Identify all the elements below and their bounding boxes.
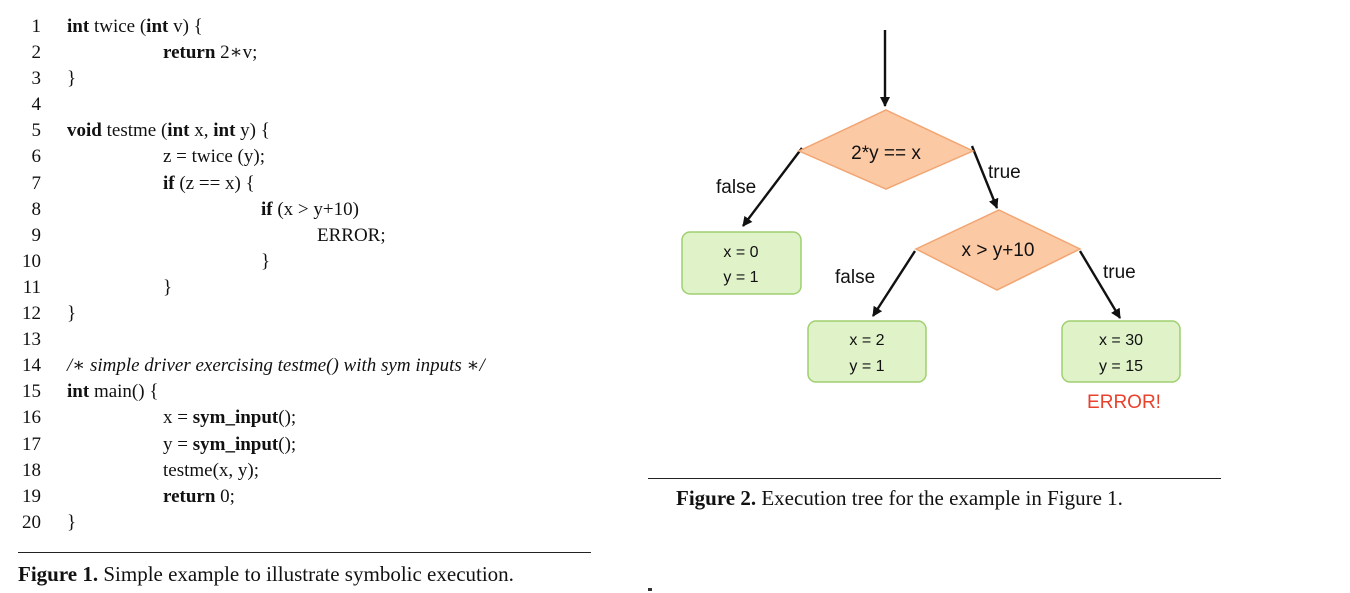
code-text: /∗ simple driver exercising testme() wit… [67, 355, 485, 377]
code-text: int main() { [67, 381, 159, 403]
code-line: 19 return 0; [0, 484, 640, 510]
error-label: ERROR! [1087, 392, 1161, 413]
decision-node-2 [914, 209, 1082, 291]
edge-label-d2-false: false [835, 267, 875, 288]
code-text: } [261, 250, 271, 272]
code-text: if (z == x) { [163, 172, 255, 194]
edge-d2-true [1078, 250, 1122, 319]
line-number: 8 [31, 198, 42, 220]
line-number: 1 [31, 16, 42, 37]
leaf-node-1-y: y = 1 [723, 269, 758, 286]
code-text: testme(x, y); [163, 459, 260, 481]
leaf-node-3 [1061, 320, 1181, 383]
edge-label-d2-true: true [1103, 262, 1136, 283]
code-line: 17 y = sym_input(); [0, 432, 640, 458]
figure2-caption-text: Execution tree for the example in Figure… [761, 486, 1123, 510]
code-line: 4 [0, 92, 640, 118]
code-line: 5 void testme (int x, int y) { [0, 118, 640, 144]
edge-label-d1-true: true [988, 162, 1021, 183]
code-line: 8 if (x > y+10) [0, 197, 640, 223]
line-number: 15 [22, 381, 41, 403]
edge-d2-false [871, 250, 917, 317]
code-text: void testme (int x, int y) { [67, 120, 270, 142]
decision-node-1-label: 2*y == x [851, 143, 921, 164]
decision-node-1 [797, 109, 975, 190]
code-text: int twice (int v) { [67, 16, 203, 37]
line-number: 20 [22, 511, 41, 533]
leaf-node-3-y: y = 15 [1099, 358, 1143, 375]
code-line: 15 int main() { [0, 379, 640, 405]
line-number: 3 [31, 68, 42, 90]
line-number: 17 [22, 433, 41, 455]
code-line: 16 x = sym_input(); [0, 405, 640, 431]
figure2-caption: Figure 2. Execution tree for the example… [676, 486, 1123, 511]
code-text: } [67, 68, 77, 90]
edge-d1-true [970, 145, 999, 209]
figure1-caption-text: Simple example to illustrate symbolic ex… [103, 562, 514, 586]
code-line: 18 testme(x, y); [0, 458, 640, 484]
code-text: x = sym_input(); [163, 407, 297, 429]
code-line: 10} [0, 249, 640, 275]
code-line: 6 z = twice (y); [0, 144, 640, 170]
code-line: 13 [0, 327, 640, 353]
figure1-rule [18, 552, 591, 553]
code-text: y = sym_input(); [163, 433, 297, 455]
line-number: 16 [22, 407, 41, 429]
code-text: } [67, 303, 77, 325]
code-line: 20} [0, 510, 640, 536]
code-line: 1 int twice (int v) { [0, 14, 640, 40]
code-line: 12} [0, 301, 640, 327]
line-number: 4 [31, 94, 42, 116]
line-number: 7 [31, 172, 42, 194]
code-line: 14 /∗ simple driver exercising testme() w… [0, 353, 640, 379]
figure1-caption-label: Figure 1. [18, 562, 99, 586]
edge-label-d1-false: false [716, 177, 756, 198]
line-number: 9 [31, 224, 42, 246]
figure2-rule [648, 478, 1221, 479]
decision-node-2-label: x > y+10 [962, 240, 1035, 261]
code-text: } [67, 511, 77, 533]
page-fragment-mark [648, 588, 652, 591]
code-text: if (x > y+10) [261, 198, 359, 220]
leaf-node-1 [681, 231, 802, 295]
code-line: 2 return 2∗v; [0, 40, 640, 66]
line-number: 11 [22, 276, 41, 298]
line-number: 18 [22, 459, 41, 481]
figure2-caption-label: Figure 2. [676, 486, 757, 510]
leaf-node-2 [807, 320, 927, 383]
execution-tree-diagram: 2*y == x x > y+10 false true false true … [681, 30, 1181, 413]
leaf-node-3-x: x = 30 [1099, 332, 1143, 349]
line-number: 14 [22, 355, 41, 377]
line-number: 10 [22, 250, 41, 272]
code-text: return 2∗v; [163, 42, 258, 64]
line-number: 5 [31, 120, 42, 142]
line-number: 12 [22, 303, 41, 325]
line-number: 2 [31, 42, 42, 64]
code-line: 9 ERROR; [0, 223, 640, 249]
leaf-node-2-y: y = 1 [849, 358, 884, 375]
line-number: 13 [22, 329, 41, 351]
line-number: 6 [31, 146, 42, 168]
code-text: ERROR; [317, 224, 386, 246]
code-text: } [163, 276, 173, 298]
code-text: z = twice (y); [163, 146, 265, 168]
line-number: 19 [22, 485, 41, 507]
code-line: 3} [0, 66, 640, 92]
figure1-caption: Figure 1. Simple example to illustrate s… [18, 562, 514, 587]
leaf-node-2-x: x = 2 [849, 332, 884, 349]
edge-d1-false [742, 147, 803, 227]
leaf-node-1-x: x = 0 [723, 244, 758, 261]
code-text: return 0; [163, 485, 235, 507]
code-line: 11} [0, 275, 640, 301]
code-line: 7 if (z == x) { [0, 171, 640, 197]
